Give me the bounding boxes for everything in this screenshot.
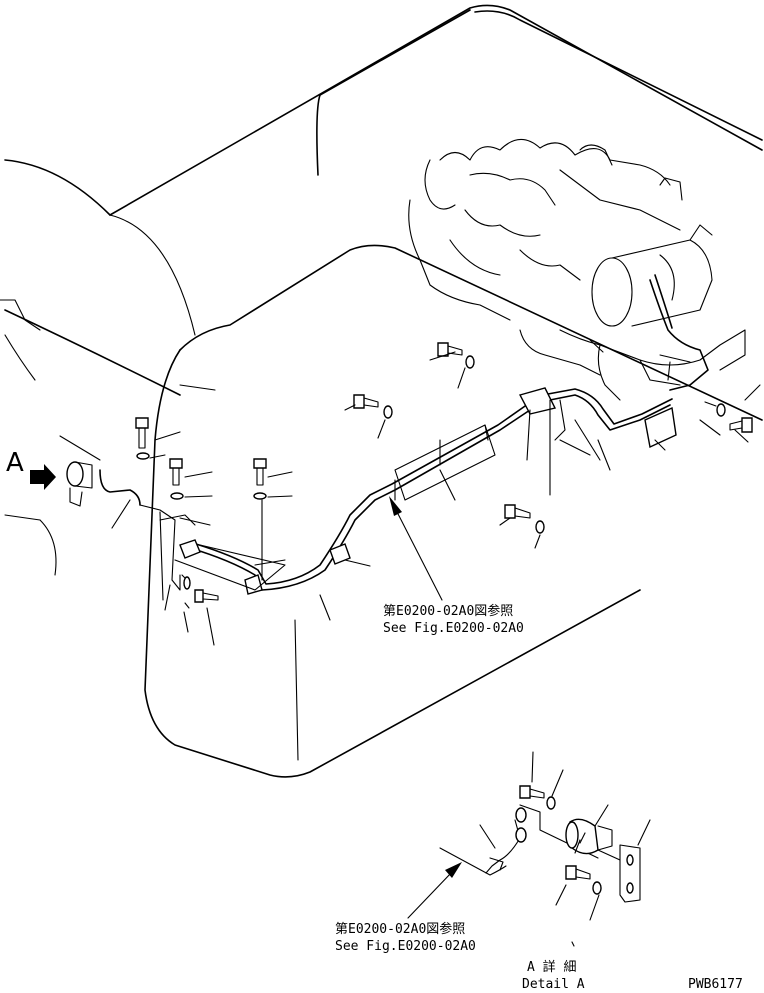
detail-a bbox=[439, 751, 651, 947]
drawing-code: PWB6177 bbox=[688, 977, 743, 992]
detail-title-en: Detail A bbox=[522, 977, 585, 992]
connector-left bbox=[66, 461, 93, 507]
detail-title-ja: A 詳 細 bbox=[527, 960, 577, 975]
engine-assembly bbox=[408, 138, 746, 436]
upper-body-outline bbox=[109, 4, 763, 336]
callout-arrow-detail bbox=[407, 862, 462, 919]
main-hood-block bbox=[144, 244, 763, 778]
callout-arrow-main bbox=[389, 496, 443, 601]
wiring-harness bbox=[99, 387, 677, 601]
view-marker-a: A bbox=[6, 448, 24, 478]
leader-lines-main bbox=[59, 339, 761, 646]
callout-main-en: See Fig.E0200-02A0 bbox=[383, 621, 524, 636]
view-a-arrow bbox=[30, 464, 56, 490]
left-cab-outline bbox=[0, 159, 181, 576]
callout-detail-en: See Fig.E0200-02A0 bbox=[335, 939, 476, 954]
callout-main-ja: 第E0200-02A0図参照 bbox=[383, 604, 514, 619]
callout-detail-ja: 第E0200-02A0図参照 bbox=[335, 922, 466, 937]
fasteners-main bbox=[135, 342, 753, 609]
